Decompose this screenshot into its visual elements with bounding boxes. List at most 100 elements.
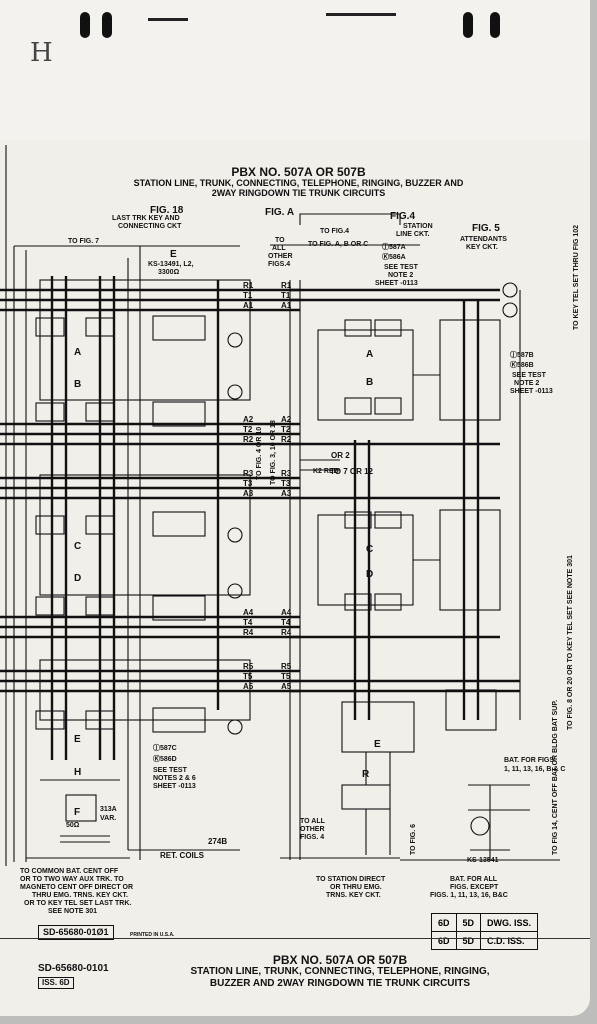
ret-coils-label: RET. COILS — [160, 851, 205, 860]
fig5-sub-2: KEY CKT. — [466, 244, 498, 251]
var-label: VAR. — [100, 815, 117, 822]
k586c-label: Ⓚ586D — [153, 756, 177, 763]
terminal-label: A4 — [243, 608, 254, 617]
res-274b-label: 274B — [208, 837, 228, 846]
to-common-6: SEE NOTE 301 — [48, 908, 98, 915]
binder-hole — [463, 12, 473, 38]
terminal-label-mid: A5 — [281, 682, 292, 691]
issue-cell: DWG. ISS. — [480, 913, 539, 932]
terminal-label: T5 — [243, 672, 253, 681]
to-fig4-label: TO FIG.4 — [320, 228, 350, 235]
ks13541-label: KS-13541 — [467, 857, 499, 864]
to-fig7-label: TO FIG. 7 — [68, 238, 99, 245]
bat-for-figs-label: BAT. FOR FIGS. — [504, 757, 556, 764]
terminal-label: R5 — [243, 662, 254, 671]
terminal-label: A1 — [243, 301, 254, 310]
to-all-other-3: FIGS. 4 — [300, 834, 325, 841]
k586b-label: Ⓚ586B — [510, 362, 534, 369]
ks-label: KS-13491, L2, — [148, 261, 194, 268]
note2-label: NOTE 2 — [388, 272, 414, 279]
page-subtitle-2: 2WAY RINGDOWN TIE TRUNK CIRCUITS — [211, 188, 386, 198]
terminal-label: A5 — [243, 682, 254, 691]
figs4-label: FIGS.4 — [268, 261, 291, 268]
ks-resistance: 3300Ω — [158, 269, 180, 276]
footer-title: PBX NO. 507A OR 507B — [272, 953, 408, 967]
to-7-12-label: TO 7 OR 12 — [330, 467, 373, 476]
to-common-5: OR TO KEY TEL SET LAST TRK. — [24, 900, 132, 907]
terminal-label-mid: A3 — [281, 489, 292, 498]
e-label: E — [170, 249, 177, 260]
fig18-sub-1: LAST TRK KEY AND — [112, 215, 180, 222]
k586a-label: Ⓚ586A — [382, 254, 406, 261]
to-station-3: TRNS. KEY CKT. — [326, 892, 381, 899]
k2-red-mid: K2 RED — [313, 468, 339, 475]
sheet-0113-label: SHEET -0113 — [375, 280, 418, 287]
terminal-label-mid: R4 — [281, 628, 292, 637]
to-fig-4-10-label: TO FIG. 4 OR 10 — [256, 426, 263, 480]
terminal-label: A2 — [243, 415, 254, 424]
relay-label: D — [74, 573, 82, 584]
terminal-label-mid: T4 — [281, 618, 291, 627]
to-common-2: OR TO TWO WAY AUX TRK. TO — [20, 876, 124, 883]
bat-figs-list-label: 1, 11, 13, 16, B & C — [504, 766, 566, 773]
terminal-label-mid: T3 — [281, 479, 291, 488]
relay-label: B — [74, 379, 82, 390]
fig4-label: FIG.4 — [390, 211, 416, 222]
terminal-label: A3 — [243, 489, 254, 498]
terminal-label: T4 — [243, 618, 253, 627]
bat-all-2: FIGS. EXCEPT — [450, 884, 499, 891]
relay-label: F — [74, 807, 81, 818]
terminal-label-mid: A2 — [281, 415, 292, 424]
other-label: OTHER — [268, 253, 293, 260]
or2-label: OR 2 — [331, 451, 350, 460]
terminal-label-mid: T1 — [281, 291, 291, 300]
to-fig-8-20-label: TO FIG. 8 OR 20 OR TO KEY TEL SET SEE NO… — [567, 555, 574, 730]
terminal-label: T1 — [243, 291, 253, 300]
footer-issue: ISS. 6D — [38, 977, 74, 989]
to-fig-3-10-18-label: TO FIG. 3, 10 OR 18 — [270, 420, 277, 485]
see-test-c-label: SEE TEST — [153, 767, 187, 774]
to-common-3: MAGNETO CENT OFF DIRECT OR — [20, 884, 134, 891]
to-label: TO — [275, 237, 285, 244]
all-label: ALL — [272, 245, 286, 252]
page-subtitle-1: STATION LINE, TRUNK, CONNECTING, TELEPHO… — [133, 178, 464, 188]
relay-label: H — [74, 767, 82, 778]
notes-2-6-label: NOTES 2 & 6 — [153, 775, 196, 782]
footer-subtitle-1: STATION LINE, TRUNK, CONNECTING, TELEPHO… — [190, 966, 490, 977]
terminal-label-mid: A1 — [281, 301, 292, 310]
to-station-1: TO STATION DIRECT — [316, 876, 386, 883]
fig4-sub-2: LINE CKT. — [396, 231, 430, 238]
footer-drawing-number: SD-65680-0101 — [38, 963, 109, 974]
to-fig-a-label: TO FIG. A, B OR C — [308, 241, 369, 248]
terminal-label: R4 — [243, 628, 254, 637]
issue-cell: C.D. ISS. — [480, 931, 539, 950]
page-title: PBX NO. 507A OR 507B — [231, 165, 366, 179]
issue-cell: 6D — [431, 931, 457, 950]
see-test-label: SEE TEST — [384, 264, 418, 271]
sheet-0113-b-label: SHEET -0113 — [510, 388, 553, 395]
relay-label-mid: D — [366, 569, 374, 580]
fig4-sub-1: STATION — [403, 223, 433, 230]
terminal-label: R1 — [243, 281, 254, 290]
relay-label: E — [74, 734, 81, 745]
terminal-label-mid: R2 — [281, 435, 292, 444]
handwritten-mark: H — [30, 38, 53, 68]
footer-subtitle-2: BUZZER AND 2WAY RINGDOWN TIE TRUNK CIRCU… — [209, 978, 471, 989]
binder-mark — [326, 13, 396, 16]
fig5-label: FIG. 5 — [472, 223, 500, 234]
relay-label-mid: E — [374, 739, 381, 750]
relay-label: C — [74, 541, 82, 552]
see-test-b-label: SEE TEST — [512, 372, 546, 379]
relay-label-mid: A — [366, 349, 374, 360]
to-all-other-1: TO ALL — [300, 818, 325, 825]
terminal-label-mid: T5 — [281, 672, 291, 681]
issue-table: 6D 5D DWG. ISS. 6D 5D C.D. ISS. — [431, 913, 539, 950]
issue-cell: 5D — [455, 931, 482, 950]
terminal-label-mid: R5 — [281, 662, 292, 671]
issue-cell: 5D — [455, 913, 482, 932]
terminal-label-mid: T2 — [281, 425, 291, 434]
res50-label: 50Ω — [66, 822, 80, 829]
relay-label-mid: R — [362, 769, 370, 780]
